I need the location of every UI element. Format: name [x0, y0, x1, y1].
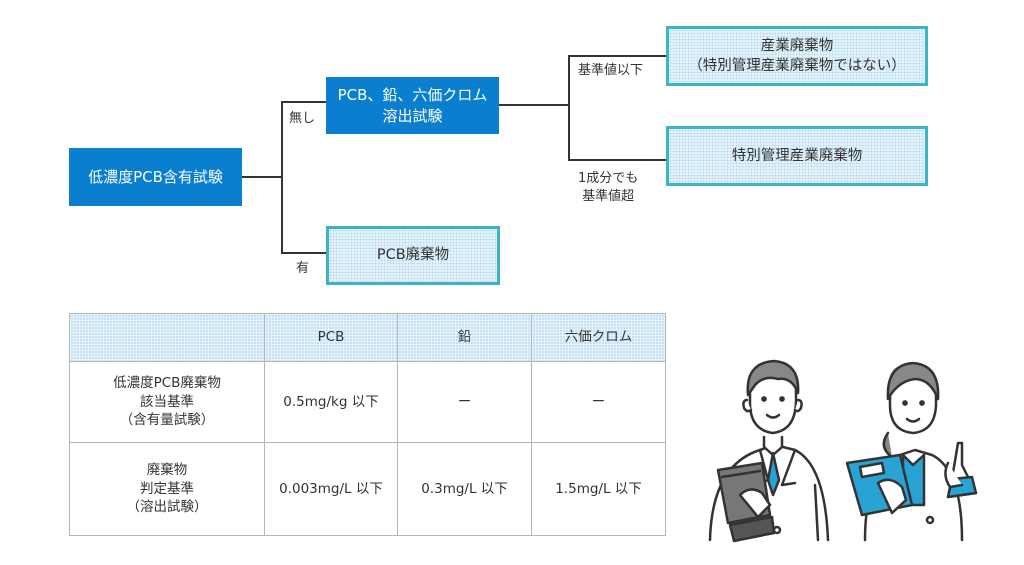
row-label-line: 該当基準 [140, 393, 194, 410]
special-waste-box: 特別管理産業廃棄物 [666, 126, 928, 186]
header-cell-lead: 鉛 [397, 313, 532, 362]
root-test-label: 低濃度PCB含有試験 [88, 167, 223, 186]
row-label-line: 判定基準 [140, 480, 194, 497]
branch-yes-label: 有 [296, 261, 310, 276]
connector [281, 101, 283, 254]
table-cell: 0.5mg/kg 以下 [264, 361, 398, 443]
criteria-table: PCB 鉛 六価クロム 低濃度PCB廃棄物 該当基準 （含有量試験） 0.5mg… [69, 313, 666, 536]
row-label-line: （溶出試験） [126, 499, 208, 516]
header-cell-pcb: PCB [264, 313, 398, 362]
industrial-waste-box: 産業廃棄物 （特別管理産業廃棄物ではない） [666, 26, 928, 86]
connector [568, 55, 668, 57]
table-row: 低濃度PCB廃棄物 該当基準 （含有量試験） 0.5mg/kg 以下 ー ー [69, 361, 666, 443]
elution-test-box: PCB、鉛、六価クロム 溶出試験 [326, 77, 499, 134]
table-cell: ー [531, 361, 666, 443]
header-cell-chromium: 六価クロム [531, 313, 666, 362]
branch-none-label: 無し [289, 111, 316, 126]
connector [281, 252, 327, 254]
pcb-waste-box: PCB廃棄物 [326, 226, 500, 285]
table-cell: 1.5mg/L 以下 [531, 442, 666, 536]
below-standard-label: 基準値以下 [578, 63, 644, 78]
connector [242, 176, 282, 178]
exceed-line1: 1成分でも [578, 171, 639, 186]
row-label-line: （含有量試験） [119, 412, 215, 429]
row-label-line: 廃棄物 [146, 461, 188, 478]
elution-test-line2: 溶出試験 [382, 106, 443, 125]
root-test-box: 低濃度PCB含有試験 [69, 148, 242, 206]
female-scientist-icon [845, 361, 978, 542]
connector [568, 159, 668, 161]
table-cell: 0.003mg/L 以下 [264, 442, 398, 536]
exceed-line2: 基準値超 [582, 188, 635, 204]
table-row: 廃棄物 判定基準 （溶出試験） 0.003mg/L 以下 0.3mg/L 以下 … [69, 442, 666, 536]
industrial-waste-line2: （特別管理産業廃棄物ではない） [688, 58, 906, 74]
row-label: 廃棄物 判定基準 （溶出試験） [69, 442, 265, 536]
table-cell: 0.3mg/L 以下 [397, 442, 532, 536]
exceed-standard-label: 1成分でも 基準値超 [578, 170, 638, 205]
row-label-line: 低濃度PCB廃棄物 [113, 374, 221, 391]
industrial-waste-line1: 産業廃棄物 [760, 37, 834, 54]
row-label: 低濃度PCB廃棄物 該当基準 （含有量試験） [69, 361, 265, 443]
table-header-row: PCB 鉛 六価クロム [69, 313, 666, 362]
header-cell [69, 313, 265, 362]
special-waste-label: 特別管理産業廃棄物 [731, 147, 863, 164]
male-scientist-icon [708, 359, 830, 543]
connector [281, 101, 327, 103]
pcb-waste-label: PCB廃棄物 [376, 247, 450, 264]
table-cell: ー [397, 361, 532, 443]
connector [499, 104, 569, 106]
scientists-illustration [708, 359, 978, 543]
elution-test-line1: PCB、鉛、六価クロム [337, 86, 488, 105]
connector [568, 55, 570, 161]
